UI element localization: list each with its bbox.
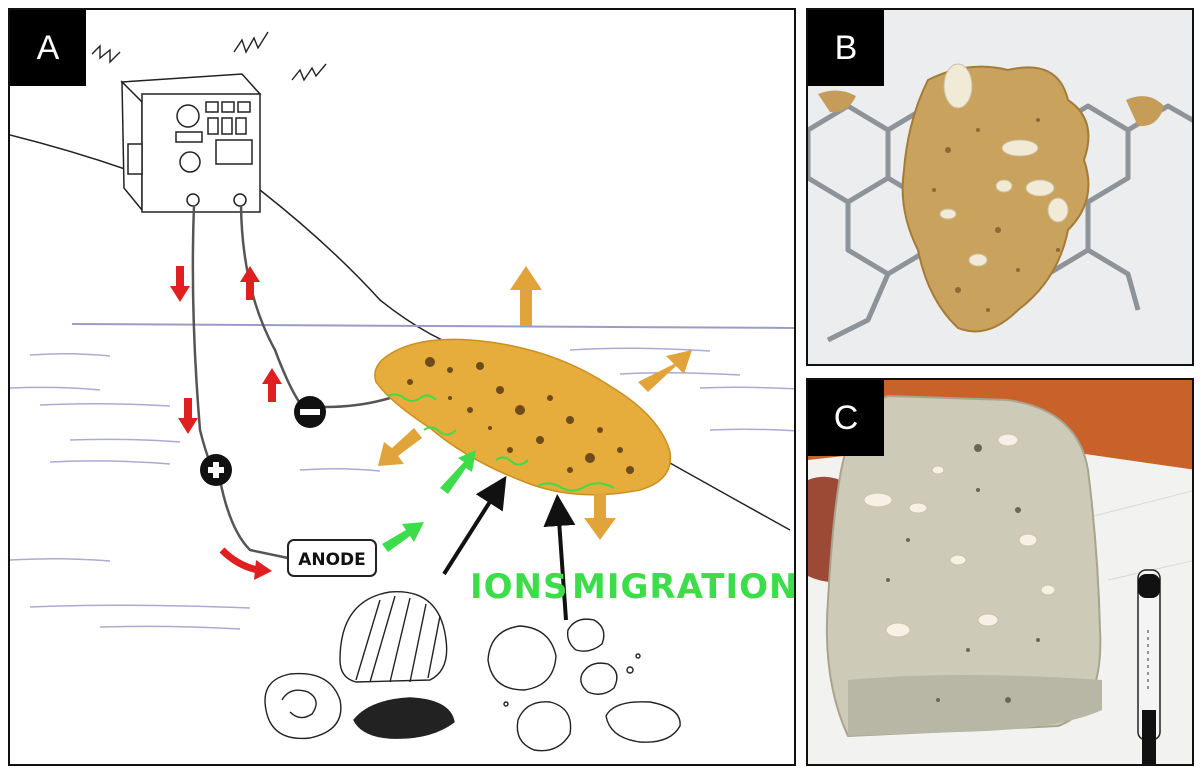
minus-terminal-icon bbox=[294, 396, 326, 428]
seashell-sketch-icon bbox=[264, 591, 455, 740]
panel-c-photo: C bbox=[806, 378, 1194, 766]
cables bbox=[191, 204, 391, 560]
accreted-block bbox=[825, 394, 1102, 738]
outward-growth-arrows bbox=[378, 266, 692, 540]
hill-outline bbox=[10, 134, 791, 531]
anode-label: ANODE bbox=[298, 550, 366, 570]
plus-terminal-icon bbox=[200, 454, 232, 486]
sediment-crust bbox=[901, 65, 1090, 333]
spark-icons bbox=[91, 31, 327, 82]
panel-a-label: A bbox=[10, 10, 86, 86]
grain-speckles bbox=[932, 118, 1060, 312]
ion-arrows bbox=[382, 450, 476, 552]
current-arrows bbox=[170, 266, 282, 580]
ions-label: IONS bbox=[470, 567, 569, 607]
migration-label: MIGRATION bbox=[572, 567, 796, 607]
shell-inclusions bbox=[863, 433, 1056, 638]
power-supply-icon bbox=[120, 73, 262, 213]
panel-a-diagram: A bbox=[8, 8, 796, 766]
anode-box bbox=[287, 539, 377, 577]
sea-surface-line bbox=[71, 323, 794, 329]
rock-fragments-sketch-icon bbox=[487, 618, 681, 752]
dark-grains bbox=[886, 444, 1040, 703]
shell-fragments bbox=[939, 63, 1069, 267]
mineral-block-image bbox=[808, 380, 1192, 764]
water-ripples bbox=[10, 347, 794, 630]
mineral-deposit bbox=[374, 338, 672, 496]
panel-c-label: C bbox=[808, 380, 884, 456]
panel-b-photo: B bbox=[806, 8, 1194, 366]
ion-fringe bbox=[387, 393, 615, 492]
migration-arrows bbox=[442, 475, 576, 621]
panel-b-label: B bbox=[808, 10, 884, 86]
deposit-grains bbox=[407, 357, 634, 474]
marker-pen-icon bbox=[1137, 569, 1161, 764]
diagram-canvas: ANODE bbox=[10, 31, 796, 752]
